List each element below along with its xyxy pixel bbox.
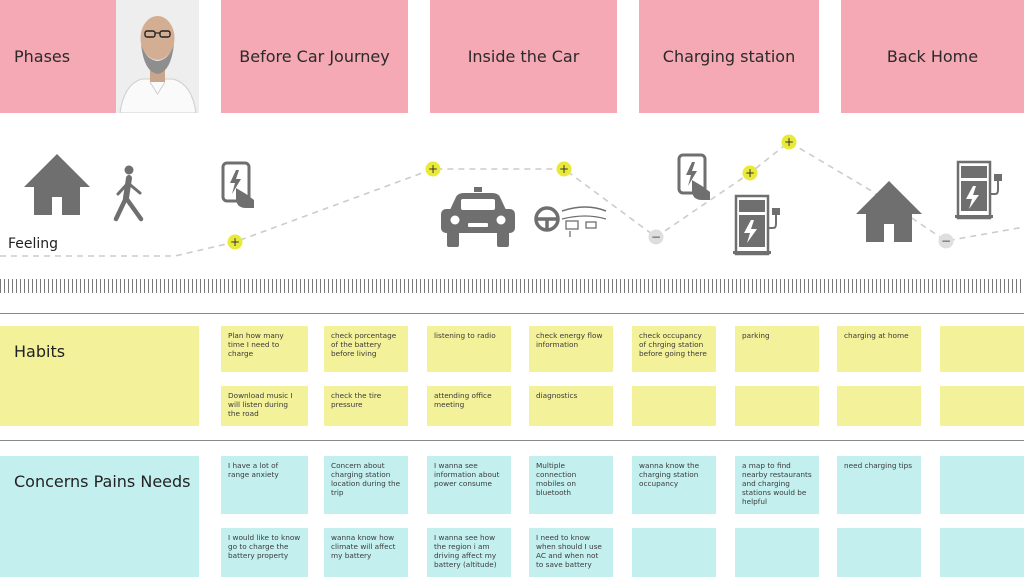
svg-text:+: + (559, 162, 569, 176)
phase-charging-station: Charging station (639, 0, 819, 113)
concern-note: I wanna see how the region i am driving … (427, 528, 511, 577)
concern-note: wanna know how climate will affect my ba… (324, 528, 408, 577)
walking-person-icon (113, 165, 144, 222)
svg-text:+: + (230, 235, 240, 249)
concern-note (940, 456, 1024, 514)
feeling-marker-minus: − (648, 229, 664, 245)
svg-text:+: + (784, 135, 794, 149)
feeling-marker-minus: − (938, 233, 954, 249)
habit-note: check occupancy of chrging station befor… (632, 326, 716, 372)
concerns-section (0, 456, 199, 577)
concern-note (940, 528, 1024, 577)
habits-section (0, 326, 199, 426)
concern-note: a map to find nearby restaurants and cha… (735, 456, 819, 514)
phase-inside-the-car: Inside the Car (430, 0, 617, 113)
habits-title: Habits (14, 342, 66, 361)
habit-note: parking (735, 326, 819, 372)
habit-note: listening to radio (427, 326, 511, 372)
concern-note (735, 528, 819, 577)
avatar (116, 0, 199, 113)
habit-note (735, 386, 819, 426)
habit-note: check the tire pressure (324, 386, 408, 426)
section-divider (0, 440, 1024, 441)
concern-note: Concern about charging station location … (324, 456, 408, 514)
phase-before-car-journey: Before Car Journey (221, 0, 408, 113)
habit-note: check porcentage of the battery before l… (324, 326, 408, 372)
habit-note (940, 386, 1024, 426)
section-divider (0, 313, 1024, 314)
svg-text:−: − (941, 234, 951, 248)
svg-text:+: + (428, 162, 438, 176)
habit-note: Download music I will listen during the … (221, 386, 308, 426)
feeling-marker-plus: + (742, 165, 758, 181)
charging-station-icon (733, 194, 780, 256)
charging-station-icon (955, 160, 1002, 220)
phases-header: Phases (0, 0, 116, 113)
habit-note: Plan how many time I need to charge (221, 326, 308, 372)
feeling-label: Feeling (8, 236, 59, 252)
habit-note: check energy flow information (529, 326, 613, 372)
concern-note (632, 528, 716, 577)
concern-note: I need to know when should I use AC and … (529, 528, 613, 577)
car-icon (441, 187, 515, 247)
habit-note (837, 386, 921, 426)
concern-note: I would like to know go to charge the ba… (221, 528, 308, 577)
timeline-ticks (0, 279, 1024, 293)
concerns-title: Concerns Pains Needs (14, 472, 191, 491)
feeling-marker-plus: + (227, 234, 243, 250)
concern-note: Multiple connection mobiles on bluetooth (529, 456, 613, 514)
feeling-curve: + + + − + + − (0, 134, 1024, 257)
concern-note: need charging tips (837, 456, 921, 514)
feeling-marker-plus: + (781, 134, 797, 150)
svg-text:+: + (745, 166, 755, 180)
habit-note: charging at home (837, 326, 921, 372)
habit-note (940, 326, 1024, 372)
steering-wheel-icon (534, 206, 607, 237)
svg-text:−: − (651, 230, 661, 244)
concern-note: wanna know the charging station occupanc… (632, 456, 716, 514)
concern-note: I have a lot of range anxiety (221, 456, 308, 514)
phase-back-home: Back Home (841, 0, 1024, 113)
house-icon (24, 154, 90, 215)
phone-charging-icon (221, 161, 254, 208)
phone-charging-icon (677, 153, 710, 200)
concern-note (837, 528, 921, 577)
house-icon (856, 181, 922, 242)
phases-label: Phases (14, 47, 71, 66)
feeling-marker-plus: + (556, 161, 572, 177)
concern-note: I wanna see information about power cons… (427, 456, 511, 514)
feeling-marker-plus: + (425, 161, 441, 177)
habit-note: attending office meeting (427, 386, 511, 426)
habit-note (632, 386, 716, 426)
habit-note: diagnostics (529, 386, 613, 426)
